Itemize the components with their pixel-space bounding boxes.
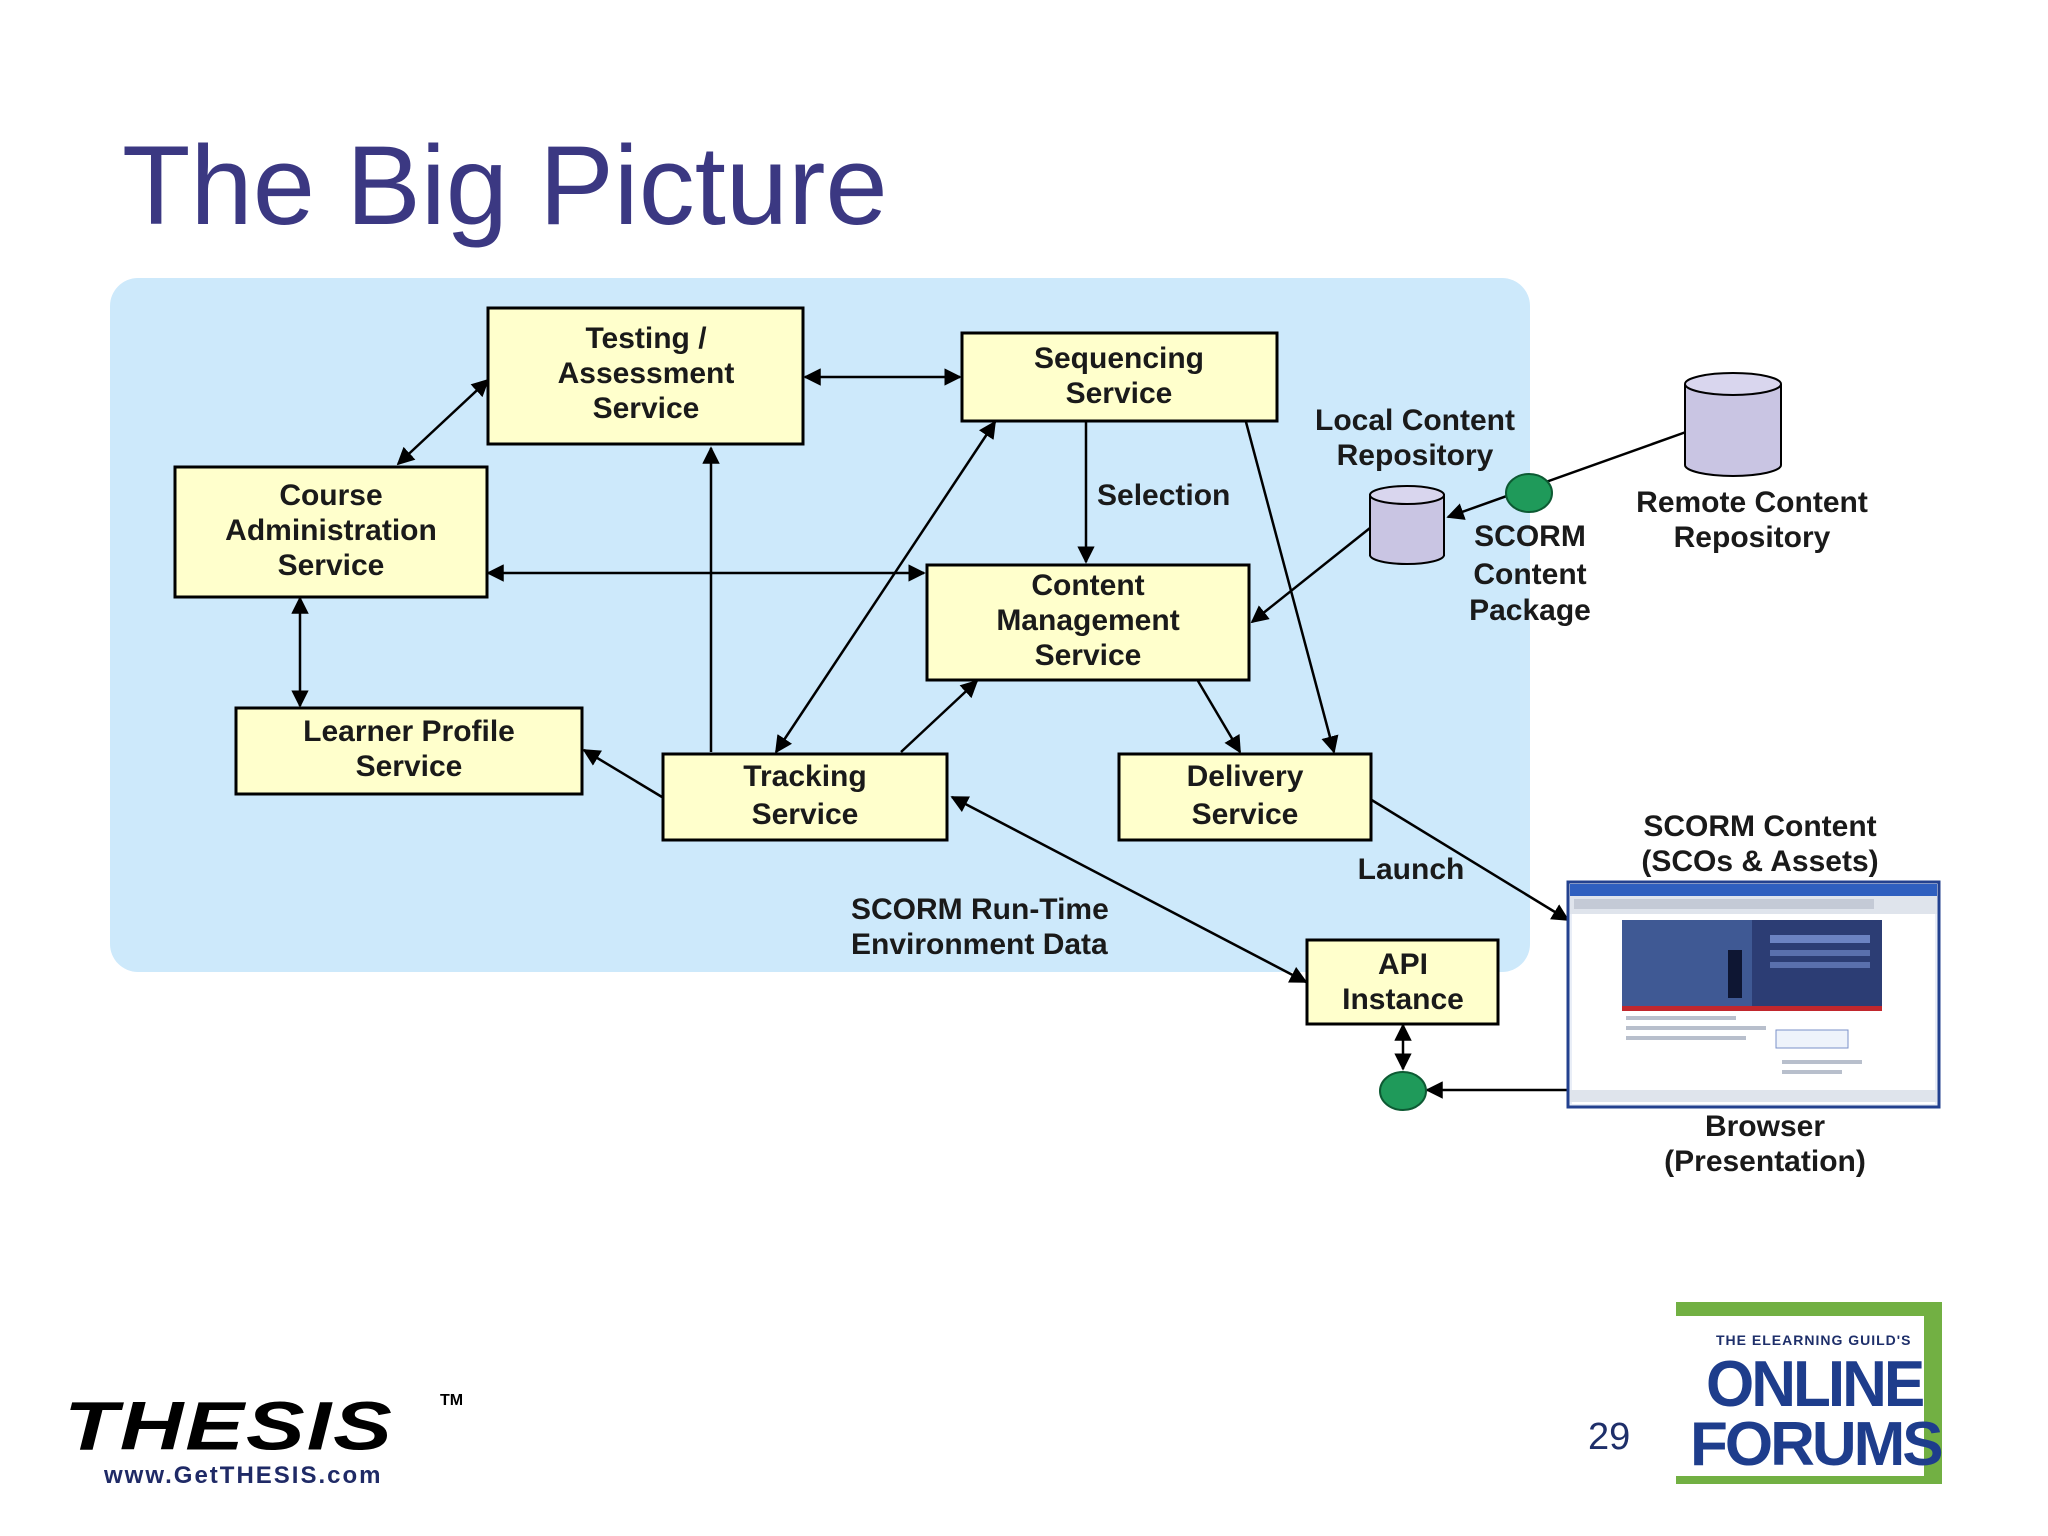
content-delivery-arrow xyxy=(1196,680,1242,754)
delivery-box xyxy=(1117,752,1373,842)
forums-logo-bottom-band xyxy=(1676,1476,1942,1484)
testing-course-arrow xyxy=(396,378,490,466)
tracking-label-2: Service xyxy=(752,798,859,831)
forums-forums-text: FORUMS xyxy=(1690,1410,1944,1479)
sequencing-box xyxy=(960,331,1279,423)
learner-label-1: Learner Profile xyxy=(303,715,515,748)
learner-label-2: Service xyxy=(356,750,463,783)
forums-guild-text: THE ELEARNING GUILD'S xyxy=(1716,1332,1912,1348)
testing-assessment-box xyxy=(486,306,805,446)
thesis-logo: THESIS TM www.GetTHESIS.com xyxy=(64,1387,463,1489)
browser-label-1: Browser xyxy=(1705,1110,1825,1143)
scorm-package-label-2: Content xyxy=(1473,558,1586,591)
thesis-url: www.GetTHESIS.com xyxy=(104,1462,383,1489)
local-repo-content-arrow xyxy=(1250,527,1371,624)
remote-repo-label-2: Repository xyxy=(1674,521,1831,554)
forums-logo-top-band xyxy=(1676,1302,1942,1316)
forums-logo-right-band xyxy=(1924,1302,1942,1484)
delivery-label-2: Service xyxy=(1192,798,1299,831)
page-number: 29 xyxy=(1588,1416,1631,1458)
slide-title: The Big Picture xyxy=(122,123,888,248)
tracking-content-arrow xyxy=(900,679,979,753)
tracking-label-1: Tracking xyxy=(743,760,866,793)
sequencing-label-2: Service xyxy=(1066,377,1173,410)
local-repository-cylinder xyxy=(1369,485,1445,565)
runtime-label-1: SCORM Run-Time xyxy=(851,893,1109,926)
browser-screenshot xyxy=(1566,880,1941,1109)
course-admin-box xyxy=(173,465,489,599)
sequencing-delivery-arrow xyxy=(1244,421,1339,754)
testing-label-1: Testing / xyxy=(585,322,707,355)
runtime-label-2: Environment Data xyxy=(851,928,1108,961)
course-label-2: Administration xyxy=(225,514,437,547)
local-repo-label-2: Repository xyxy=(1337,439,1494,472)
thesis-wordmark: THESIS xyxy=(64,1387,394,1465)
content-label-3: Service xyxy=(1035,639,1142,672)
api-connector-dot xyxy=(1379,1071,1427,1111)
content-label-2: Management xyxy=(996,604,1179,637)
tracking-learner-arrow xyxy=(582,748,663,799)
remote-local-line xyxy=(1446,430,1687,520)
learner-profile-box xyxy=(234,706,584,796)
delivery-label-1: Delivery xyxy=(1187,760,1304,793)
content-management-box xyxy=(925,563,1251,682)
scorm-package-label-3: Package xyxy=(1469,594,1591,627)
testing-label-2: Assessment xyxy=(558,357,735,390)
api-instance-box xyxy=(1305,938,1500,1026)
course-label-1: Course xyxy=(279,479,382,512)
package-connector-dot xyxy=(1505,473,1553,513)
browser-label-2: (Presentation) xyxy=(1664,1145,1866,1178)
tracking-sequencing-arrow xyxy=(774,420,997,754)
content-label-1: Content xyxy=(1031,569,1144,602)
system-panel xyxy=(110,278,1530,972)
runtime-data-arrow xyxy=(950,795,1308,984)
testing-label-3: Service xyxy=(593,392,700,425)
remote-repository-cylinder xyxy=(1684,372,1782,477)
sequencing-label-1: Sequencing xyxy=(1034,342,1204,375)
launch-label: Launch xyxy=(1358,853,1465,886)
thesis-trademark: TM xyxy=(440,1392,464,1409)
selection-label: Selection xyxy=(1097,479,1230,512)
forums-online-text: ONLINE xyxy=(1706,1348,1925,1421)
connectors xyxy=(291,368,1687,1099)
launch-arrow xyxy=(1369,797,1570,922)
online-forums-logo: THE ELEARNING GUILD'S ONLINE FORUMS xyxy=(1676,1302,1944,1484)
api-label-1: API xyxy=(1378,948,1428,981)
scorm-content-label-1: SCORM Content xyxy=(1643,810,1876,843)
remote-repo-label-1: Remote Content xyxy=(1636,486,1868,519)
scorm-package-label-1: SCORM xyxy=(1474,520,1586,553)
course-label-3: Service xyxy=(278,549,385,582)
local-repo-label-1: Local Content xyxy=(1315,404,1515,437)
api-label-2: Instance xyxy=(1342,983,1464,1016)
tracking-box xyxy=(661,752,949,842)
scorm-content-label-2: (SCOs & Assets) xyxy=(1641,845,1878,878)
